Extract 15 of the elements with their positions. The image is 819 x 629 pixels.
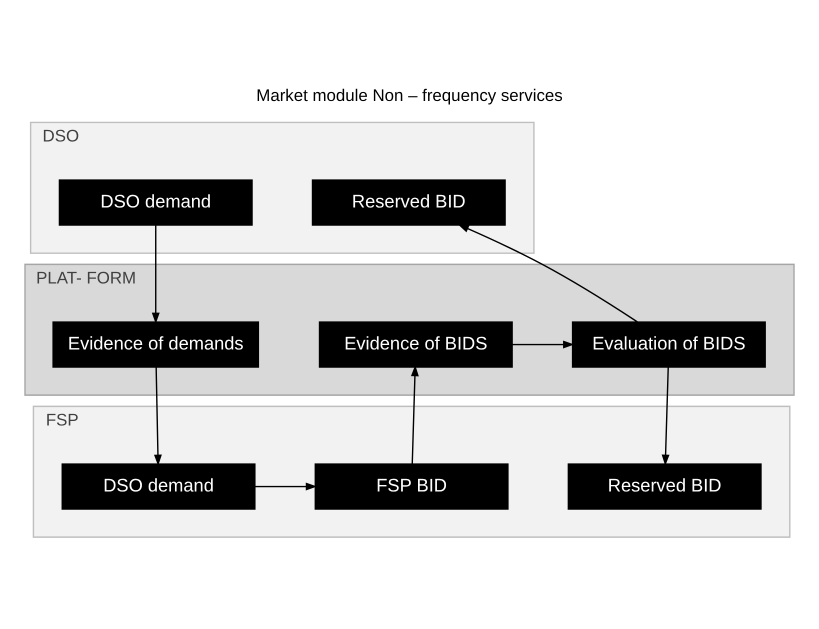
arrow [512, 340, 574, 348]
arrow [458, 224, 638, 322]
node-box: DSO demand [62, 462, 256, 510]
node-box: Reserved BID [568, 462, 762, 510]
arrow [154, 366, 162, 466]
arrow [152, 224, 160, 324]
node-box: Evidence of BIDS [318, 320, 513, 368]
node-box: FSP BID [314, 462, 509, 510]
node-box: Evidence of demands [52, 320, 260, 368]
arrow [254, 482, 318, 490]
node-box: Reserved BID [312, 178, 506, 226]
diagram-title: Market module Non – frequency services [256, 85, 563, 104]
arrow [662, 366, 670, 466]
node-box: Evaluation of BIDS [572, 320, 766, 368]
node-box: DSO demand [58, 178, 253, 226]
